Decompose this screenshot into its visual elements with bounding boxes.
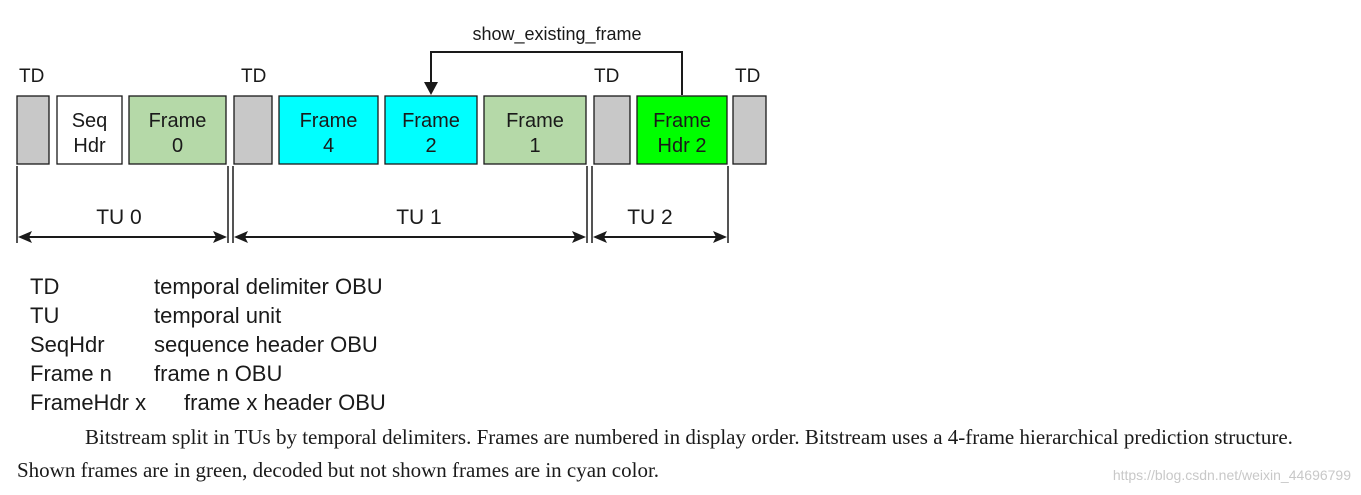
bitstream-diagram: show_existing_frame TD TD TD TD SeqHdrFr… (16, 24, 767, 243)
legend-definition: frame n OBU (154, 361, 283, 386)
temporal-delimiter-box (593, 95, 631, 165)
show-existing-frame-arrow (430, 51, 683, 95)
legend-term: FrameHdr x (30, 390, 147, 415)
td-label: TD (594, 66, 619, 87)
frame1-box: Frame 1 (483, 95, 587, 165)
box-label-line2: 4 (323, 135, 334, 157)
show-existing-frame-arrowhead (424, 82, 438, 95)
temporal-delimiter-box (16, 95, 50, 165)
seqhdr-box: SeqHdr (56, 95, 123, 165)
tu-label: TU 1 (396, 206, 442, 229)
box-label-line2: Hdr (73, 135, 106, 157)
temporal-delimiter-box (233, 95, 273, 165)
box-label-line2: 0 (172, 135, 183, 157)
figure-caption: Bitstream split in TUs by temporal delim… (17, 425, 1293, 482)
watermark: https://blog.csdn.net/weixin_44696799 (1112, 467, 1351, 483)
box-label-line2: 1 (529, 135, 540, 157)
legend-term: SeqHdr (30, 332, 105, 357)
frame2-box: Frame 2 (384, 95, 478, 165)
legend-definition: temporal delimiter OBU (154, 274, 383, 299)
show-existing-frame-label: show_existing_frame (472, 24, 641, 45)
legend-definition: temporal unit (154, 303, 282, 328)
box-label-line2: Hdr 2 (658, 135, 707, 157)
tu2-span-arrow (593, 231, 727, 243)
td-label: TD (735, 66, 760, 87)
box-label-line1: Frame (402, 110, 460, 132)
box-label-line2: 2 (425, 135, 436, 157)
legend-definition: frame x header OBU (184, 390, 386, 415)
frame4-box: Frame 4 (278, 95, 379, 165)
box-label-line1: Seq (72, 110, 108, 132)
frame0-box: Frame 0 (128, 95, 227, 165)
tu0-span-arrow (18, 231, 227, 243)
tu-label: TU 2 (627, 206, 673, 229)
box-label-line1: Frame (149, 110, 207, 132)
legend-term: TD (30, 274, 60, 299)
box-label-line1: Frame (300, 110, 358, 132)
temporal-delimiter-box (732, 95, 767, 165)
box-label-line1: Frame (653, 110, 711, 132)
tu1-span-arrow (234, 231, 586, 243)
legend-term: TU (30, 303, 60, 328)
td-label: TD (19, 66, 44, 87)
legend-definition: sequence header OBU (154, 332, 378, 357)
td-label: TD (241, 66, 266, 87)
framehdr2-box: FrameHdr 2 (636, 95, 728, 165)
tu-label: TU 0 (96, 206, 142, 229)
legend-term: Frame n (30, 361, 112, 386)
box-label-line1: Frame (506, 110, 564, 132)
